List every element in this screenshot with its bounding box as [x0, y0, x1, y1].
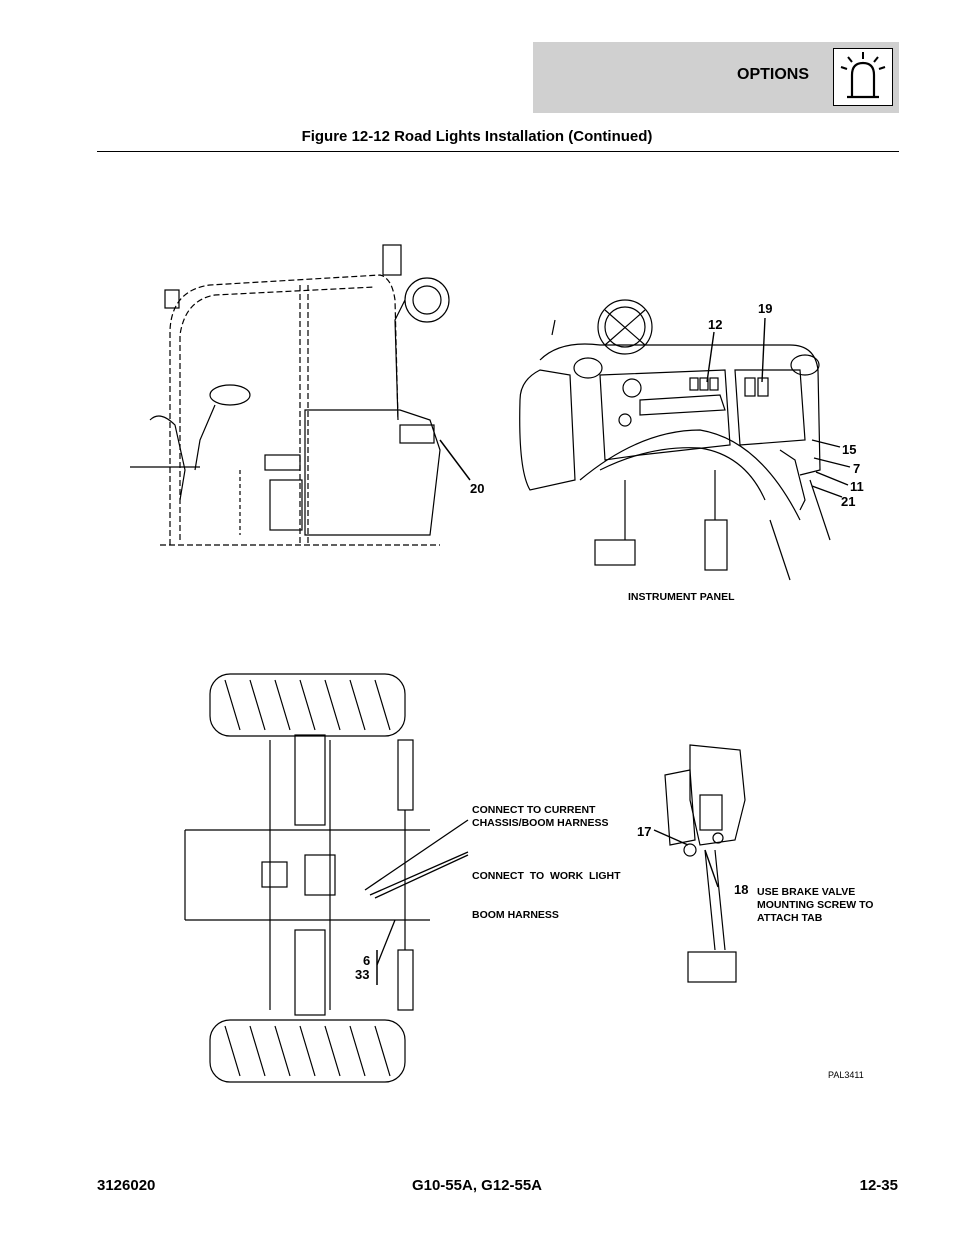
callout-33: 33	[355, 967, 370, 982]
note-line: USE BRAKE VALVE	[757, 886, 856, 898]
cab-side-view	[130, 244, 471, 546]
warning-beacon-icon	[833, 48, 893, 106]
footer-page-number: 12-35	[859, 1177, 898, 1194]
note-line: CONNECT TO CURRENT	[472, 804, 596, 816]
callout-6: 6	[363, 953, 371, 968]
callout-21: 21	[841, 494, 856, 509]
note-connect-current: CONNECT TO CURRENT CHASSIS/BOOM HARNESS	[472, 804, 609, 830]
footer-models: G10-55A, G12-55A	[411, 1177, 543, 1194]
callout-15: 15	[842, 442, 857, 457]
drawing-reference: PAL3411	[828, 1070, 864, 1080]
footer-doc-number: 3126020	[97, 1177, 156, 1194]
callout-20: 20	[470, 481, 485, 496]
chassis-top-view	[184, 673, 469, 1083]
note-line: CHASSIS/BOOM HARNESS	[472, 817, 609, 829]
note-line: MOUNTING SCREW TO	[757, 899, 874, 911]
callout-12: 12	[708, 317, 723, 332]
title-rule	[97, 151, 899, 152]
note-brake-valve: USE BRAKE VALVE MOUNTING SCREW TO ATTACH…	[757, 886, 873, 925]
note-line: CONNECT TO WORK LIGHT	[472, 870, 621, 882]
callout-18: 18	[734, 882, 749, 897]
note-line: ATTACH TAB	[757, 912, 823, 924]
callout-7: 7	[853, 461, 861, 476]
brake-pedal-view	[653, 744, 746, 983]
note-line: BOOM HARNESS	[472, 909, 559, 921]
callout-17: 17	[637, 824, 652, 839]
figure-title: Figure 12-12 Road Lights Installation (C…	[301, 128, 653, 145]
note-connect-work: CONNECT TO WORK LIGHT BOOM HARNESS	[472, 844, 621, 935]
callout-19: 19	[758, 301, 773, 316]
callout-11: 11	[850, 479, 864, 494]
instrument-panel-label: INSTRUMENT PANEL	[628, 591, 735, 603]
section-title: OPTIONS	[737, 66, 810, 83]
instrument-panel-view	[519, 299, 851, 581]
